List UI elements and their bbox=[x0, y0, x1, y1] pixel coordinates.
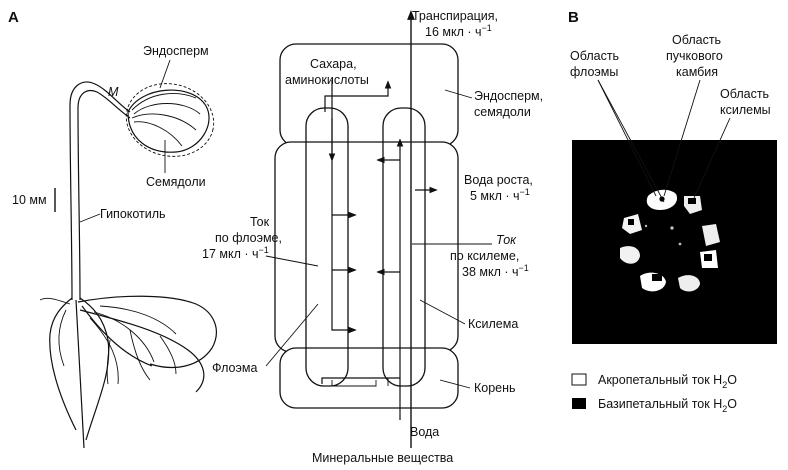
sugars-label-2: аминокислоты bbox=[285, 73, 369, 87]
transport-schematic: Транспирация, 16 мкл · ч−1 Сахара, амино… bbox=[202, 9, 543, 465]
legend-basipetal-label: Базипетальный ток H2O bbox=[598, 397, 737, 414]
vascular-bundles bbox=[620, 189, 720, 292]
growth-water-label-2: 5 мкл · ч−1 bbox=[470, 187, 530, 203]
legend-basipetal-swatch bbox=[572, 398, 586, 409]
cotyledons-label: Семядоли bbox=[146, 175, 206, 189]
transpiration-label-2: 16 мкл · ч−1 bbox=[425, 23, 492, 39]
phloem-label: Флоэма bbox=[212, 361, 257, 375]
legend-acropetal-label: Акропетальный ток H2O bbox=[598, 373, 737, 390]
endosperm-label: Эндосперм bbox=[143, 44, 209, 58]
cotyledon-shape bbox=[127, 89, 210, 153]
legend: Акропетальный ток H2O Базипетальный ток … bbox=[571, 373, 737, 414]
xylem-area-label-1: Область bbox=[720, 87, 769, 101]
panel-a-label: А bbox=[8, 9, 19, 26]
roots-drawing bbox=[39, 295, 217, 449]
cambium-area-label-3: камбия bbox=[676, 65, 718, 79]
phloem-flow-arrow bbox=[331, 80, 357, 334]
mark-m-label: М bbox=[108, 85, 119, 99]
cambium-area-label-1: Область bbox=[672, 33, 721, 47]
hypocotyl-drawing bbox=[69, 81, 131, 301]
section-endosperm bbox=[279, 43, 459, 147]
xylem-flow-label-3: 38 мкл · ч−1 bbox=[462, 263, 529, 279]
xylem-label: Ксилема bbox=[468, 317, 518, 331]
panel-a: А bbox=[8, 9, 217, 449]
cambium-area-label-2: пучкового bbox=[666, 49, 723, 63]
hypocotyl-label: Гипокотиль bbox=[100, 207, 166, 221]
phloem-flow-label-3: 17 мкл · ч−1 bbox=[202, 245, 269, 261]
phloem-tube bbox=[305, 107, 349, 387]
phloem-flow-label-2: по флоэме, bbox=[215, 231, 282, 245]
xylem-flow-label-2: по ксилеме, bbox=[450, 249, 519, 263]
transpiration-label-1: Транспирация, bbox=[412, 9, 498, 23]
water-label: Вода bbox=[410, 425, 439, 439]
growth-water-label-1: Вода роста, bbox=[464, 173, 533, 187]
section-hypocotyl bbox=[274, 141, 459, 353]
root-label: Корень bbox=[474, 381, 516, 395]
sugars-label-1: Сахара, bbox=[310, 57, 357, 71]
seed-drawing bbox=[125, 83, 215, 157]
endo-cot-label-2: семядоли bbox=[474, 105, 531, 119]
endo-cot-label-1: Эндосперм, bbox=[474, 89, 543, 103]
phloem-area-label-1: Область bbox=[570, 49, 619, 63]
xylem-flow-label-1: Ток bbox=[496, 233, 517, 247]
legend-acropetal-swatch bbox=[571, 373, 587, 386]
phloem-area-label-2: флоэмы bbox=[570, 65, 618, 79]
panel-b: В Область флоэмы Область пучкового камби… bbox=[568, 9, 777, 414]
xylem-area-label-2: ксилемы bbox=[720, 103, 771, 117]
scale-label: 10 мм bbox=[12, 193, 47, 207]
section-image bbox=[572, 140, 777, 344]
endosperm-outline bbox=[125, 83, 215, 157]
phloem-flow-label-1: Ток bbox=[250, 215, 270, 229]
xylem-tube bbox=[382, 107, 426, 387]
minerals-label: Минеральные вещества bbox=[312, 451, 453, 465]
panel-b-label: В bbox=[568, 9, 579, 26]
